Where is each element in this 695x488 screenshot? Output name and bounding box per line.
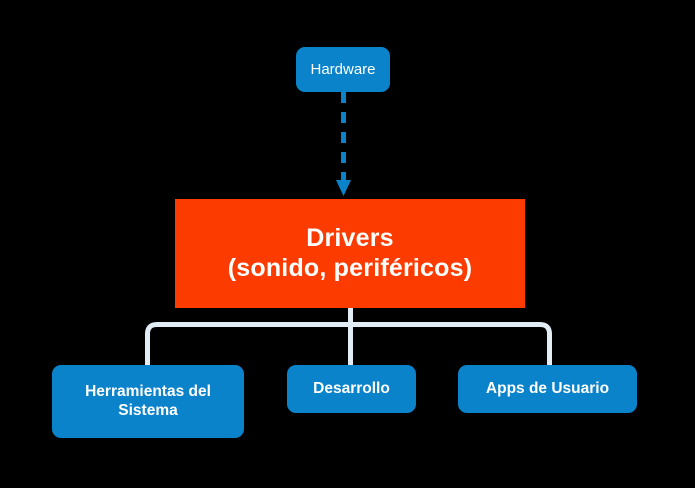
edge-hardware-to-drivers [336,92,351,196]
node-herramientas-del-sistema[interactable]: Herramientas del Sistema [52,365,244,438]
node-herramientas-del-sistema-label: Herramientas del Sistema [85,383,211,419]
edge-drivers-to-children [145,308,552,367]
node-drivers-label: Drivers (sonido, periféricos) [227,224,473,282]
node-apps-de-usuario[interactable]: Apps de Usuario [458,365,637,413]
node-hardware-label: Hardware [310,60,376,78]
node-desarrollo-label: Desarrollo [313,379,390,397]
node-desarrollo[interactable]: Desarrollo [287,365,416,413]
node-hardware[interactable]: Hardware [296,47,390,92]
node-apps-de-usuario-label: Apps de Usuario [485,379,610,397]
node-drivers[interactable]: Drivers (sonido, periféricos) [175,199,525,308]
